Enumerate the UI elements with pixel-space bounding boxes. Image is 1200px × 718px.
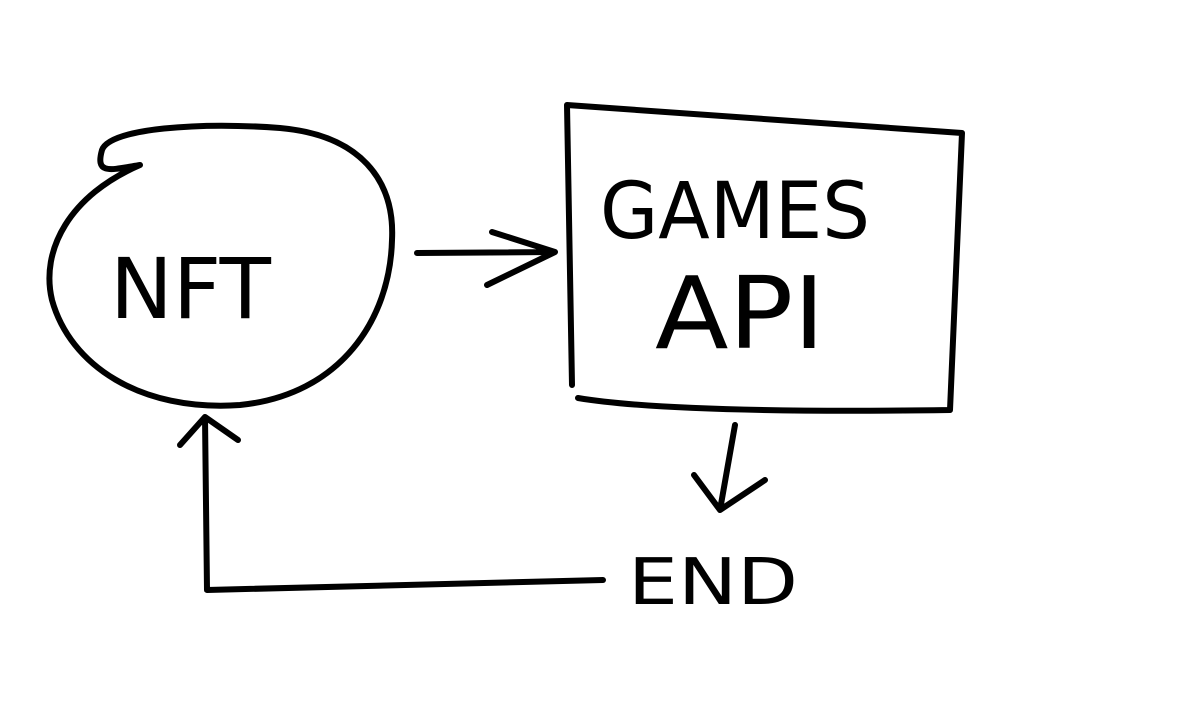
nft-label: NFT [110,240,272,338]
arrow-end-to-nft [177,414,606,593]
games-label: GAMES [600,167,870,257]
nft-circle [46,122,396,409]
arrow-api-to-end [691,422,768,513]
end-label: END [628,546,798,620]
arrow-nft-to-api [414,229,558,288]
games-api-box [564,102,965,414]
api-label: API [655,255,825,372]
